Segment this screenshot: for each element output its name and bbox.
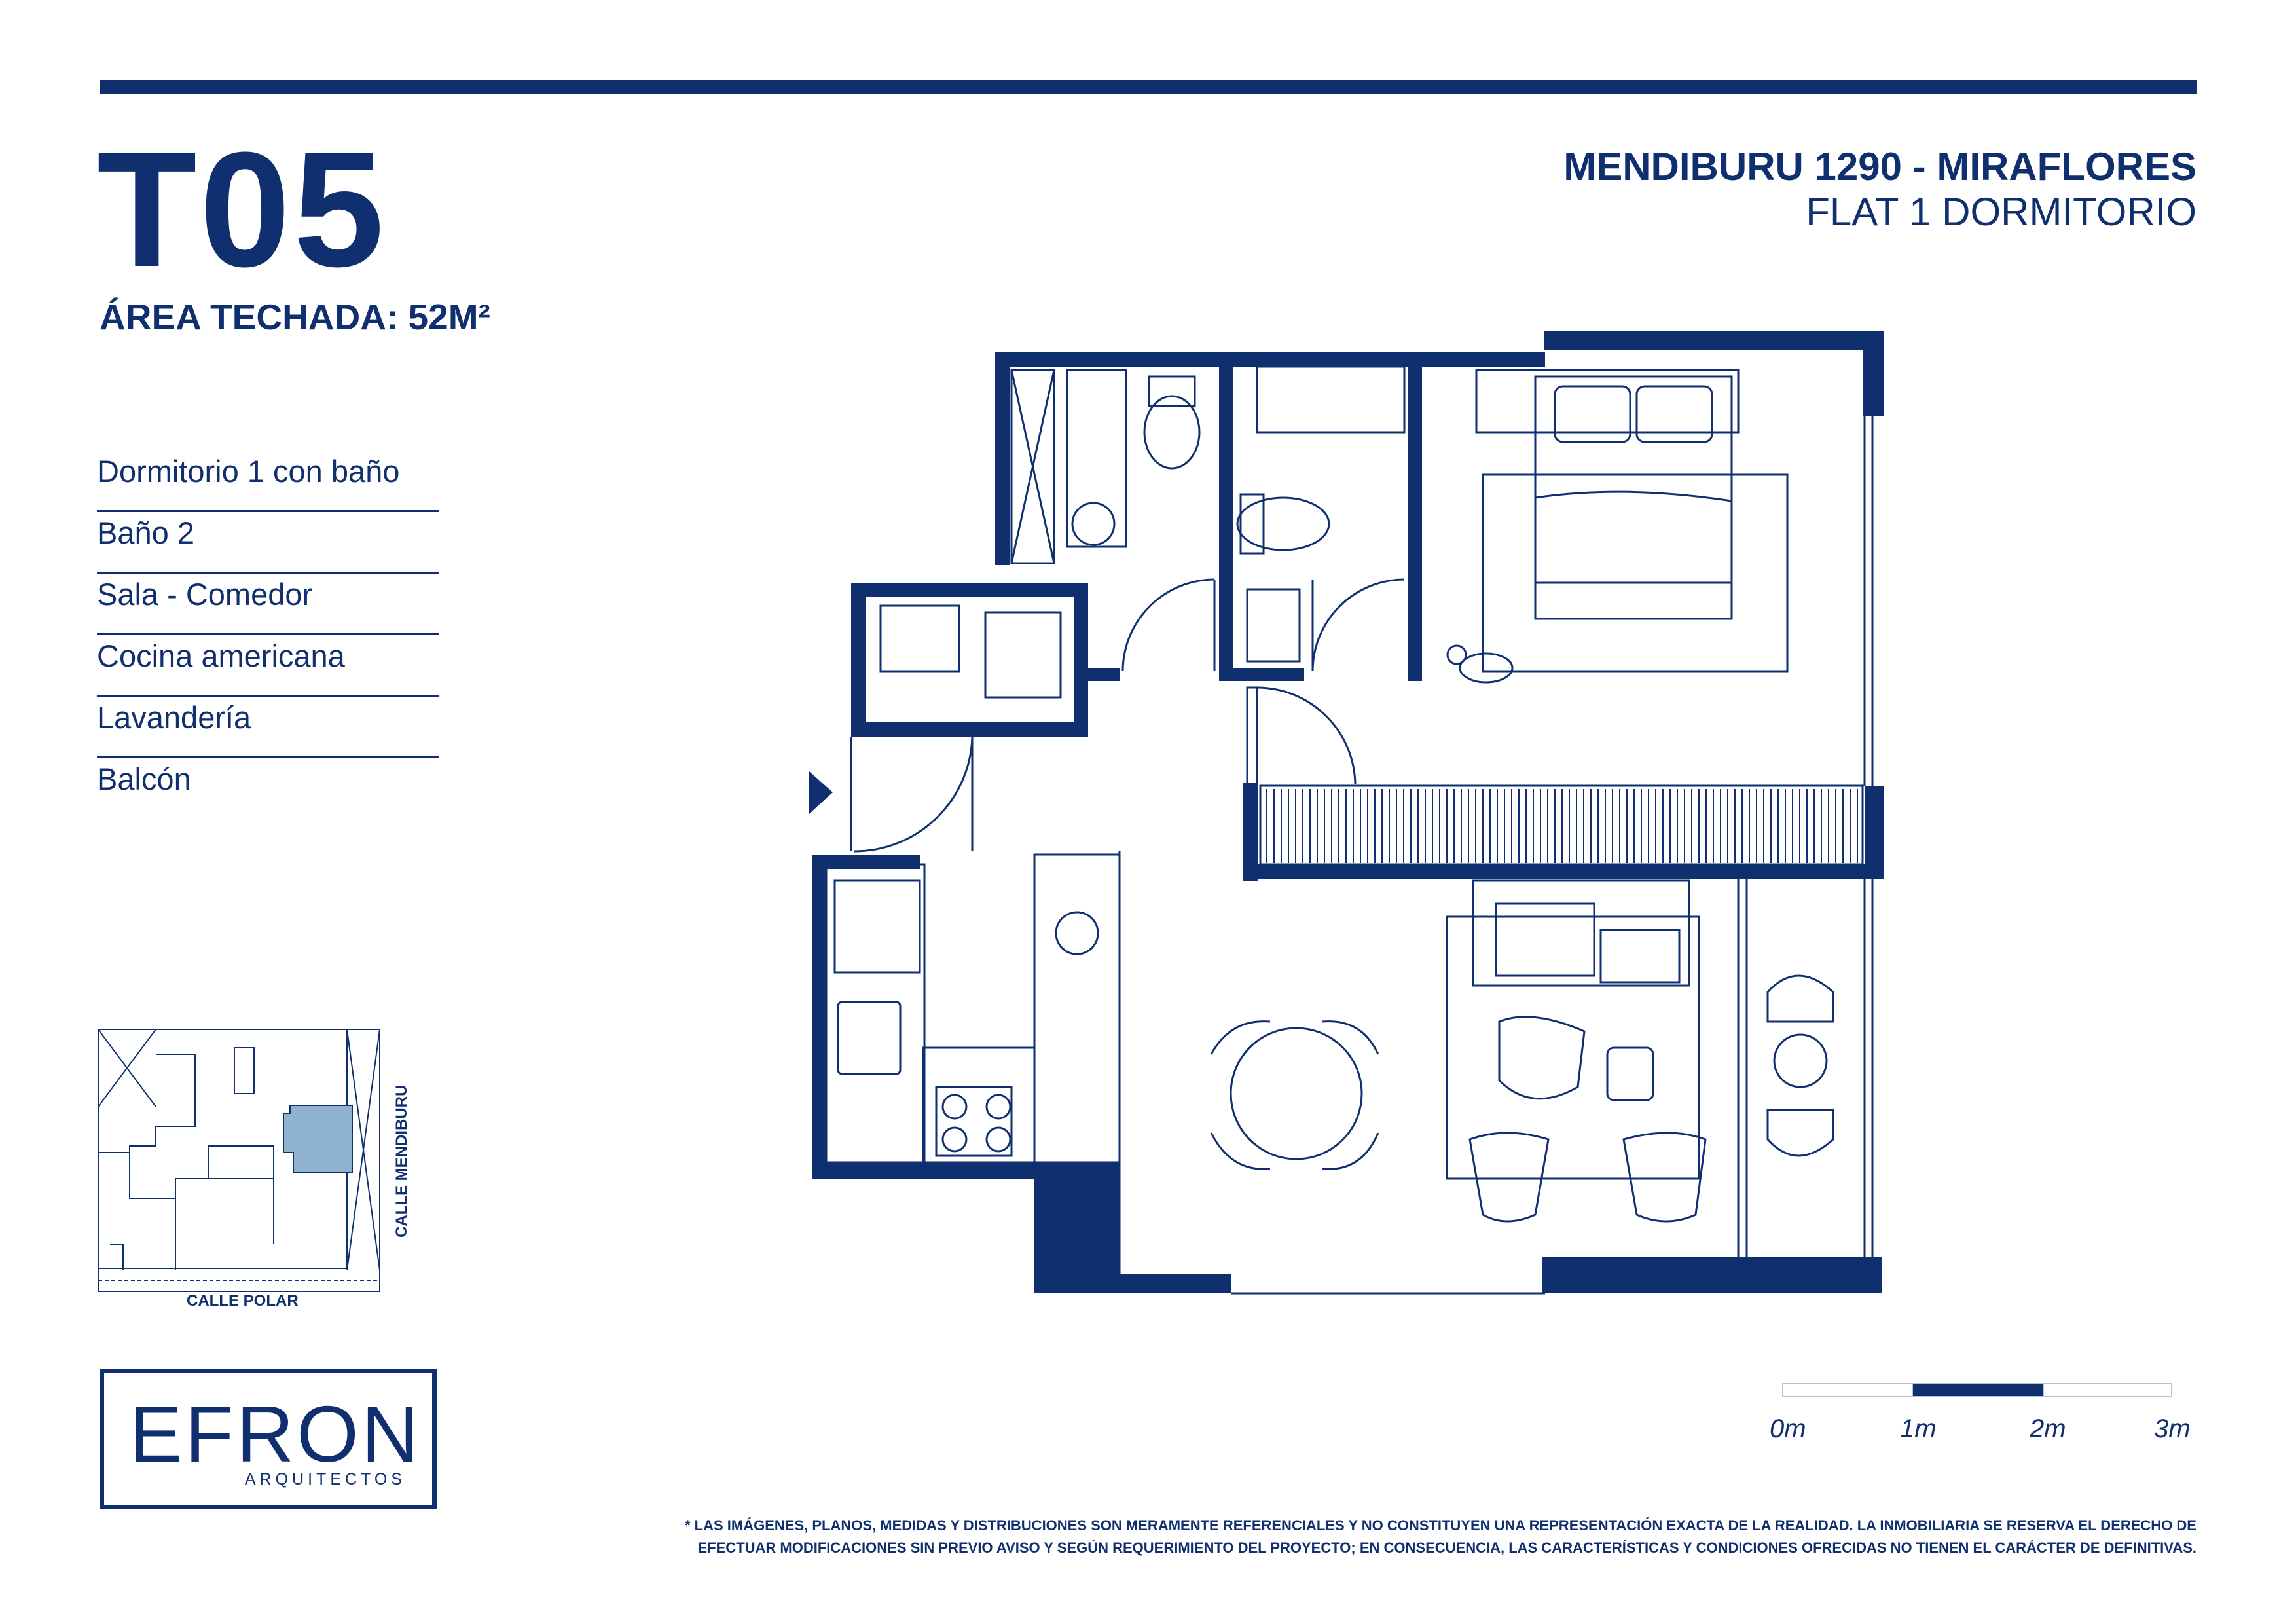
scale-bar-tick (1912, 1384, 1913, 1396)
bedroom-rug (1482, 473, 1789, 673)
entrance-arrow (809, 771, 833, 814)
efron-logo: EFRON ARQUITECTOS (100, 1369, 437, 1509)
wall-stub-1 (1087, 668, 1120, 681)
wall-right-top (1863, 331, 1884, 416)
coffee-table (1498, 1016, 1586, 1100)
wall-top-right (1544, 331, 1884, 350)
covered-area: ÁREA TECHADA: 52M² (100, 297, 490, 337)
disclaimer-line: * LAS IMÁGENES, PLANOS, MEDIDAS Y DISTRI… (684, 1517, 2196, 1534)
top-rule (100, 80, 2197, 94)
bed-headboard-area (1475, 369, 1740, 434)
room-item: Baño 2 (97, 513, 439, 574)
wall-bath-1 (1219, 352, 1233, 680)
logo-name: EFRON (129, 1390, 422, 1479)
corridor-grille (1259, 784, 1864, 866)
wall-corridor-bottom (1243, 864, 1884, 879)
wall-top (995, 352, 1545, 367)
wall-stub-2 (1219, 668, 1304, 681)
scale-label: 3m (2154, 1414, 2191, 1443)
wall-laundry-left (851, 583, 866, 737)
wall-laundry-bottom (851, 722, 1088, 737)
disclaimer: * LAS IMÁGENES, PLANOS, MEDIDAS Y DISTRI… (429, 1515, 2196, 1559)
scale-label: 0m (1770, 1414, 1806, 1443)
sofa (1472, 879, 1690, 987)
wall-bath-2 (1408, 352, 1422, 680)
logo-subtitle: ARQUITECTOS (244, 1470, 406, 1488)
room-item: Balcón (97, 762, 191, 796)
wall-bottom (1034, 1274, 1231, 1293)
wall-kitchen-top (812, 855, 920, 869)
keyplan-unit-highlight (283, 1105, 353, 1173)
wall-bottom-right (1542, 1257, 1882, 1293)
room-item: Dormitorio 1 con baño (97, 452, 439, 512)
floor-plan (809, 331, 1884, 1295)
project-name: MENDIBURU 1290 - MIRAFLORES (1563, 145, 2196, 189)
wall-bottom-left (1034, 1162, 1120, 1293)
key-plan (98, 1029, 380, 1292)
wall-right-mid (1865, 786, 1884, 877)
scale-bar-tick (2043, 1384, 2044, 1396)
room-item: Cocina americana (97, 637, 439, 697)
wall-laundry-right (1074, 583, 1088, 737)
wall-stub-3 (1408, 668, 1422, 681)
living-rug (1446, 915, 1700, 1180)
room-item: Sala - Comedor (97, 575, 439, 635)
scale-bar-filled-segment (1912, 1384, 2043, 1396)
unit-code: T05 (97, 118, 387, 301)
dining-table (1230, 1027, 1363, 1160)
disclaimer-line: EFECTUAR MODIFICACIONES SIN PREVIO AVISO… (697, 1540, 2196, 1556)
wall-left-upper (995, 352, 1010, 565)
wall-kitchen-left (812, 855, 826, 1179)
scale-bar (1782, 1383, 2172, 1397)
room-item: Lavandería (97, 698, 439, 758)
scale-label: 2m (2030, 1414, 2066, 1443)
street-label-right: CALLE MENDIBURU (393, 1084, 410, 1238)
wall-laundry-top (851, 583, 1087, 597)
street-label-bottom: CALLE POLAR (187, 1292, 299, 1310)
scale-label: 1m (1900, 1414, 1937, 1443)
room-list: Dormitorio 1 con baño Baño 2 Sala - Come… (97, 452, 439, 821)
project-header: MENDIBURU 1290 - MIRAFLORES FLAT 1 DORMI… (1563, 144, 2196, 234)
unit-type: FLAT 1 DORMITORIO (1806, 190, 2196, 234)
